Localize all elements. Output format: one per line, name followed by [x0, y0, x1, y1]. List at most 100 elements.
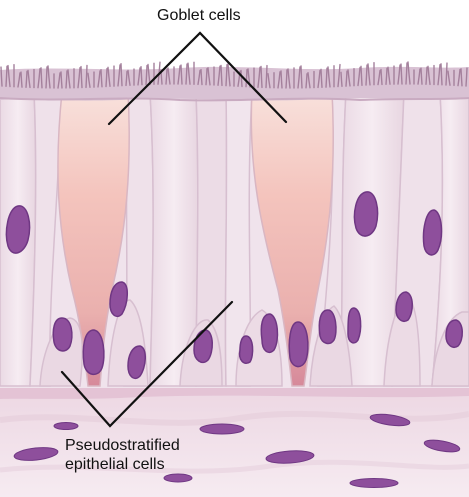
cilium — [325, 67, 328, 88]
cilium — [347, 69, 351, 87]
cilium — [177, 65, 181, 85]
cilium — [320, 68, 323, 89]
cilium — [7, 64, 11, 88]
cilium — [420, 67, 423, 85]
cilium — [37, 68, 41, 89]
cilium — [267, 72, 271, 89]
nucleus — [82, 329, 105, 376]
cilium — [140, 66, 143, 86]
nuclei — [5, 191, 463, 380]
cilium — [5, 65, 8, 88]
cilium — [197, 69, 201, 86]
leader-lines — [60, 31, 288, 428]
cilium — [167, 67, 171, 85]
nucleus — [395, 291, 413, 322]
cilium — [285, 69, 288, 89]
cilium — [277, 71, 281, 89]
cilium — [225, 63, 228, 87]
cilium — [300, 65, 303, 89]
nucleus — [347, 307, 362, 344]
pseudostratified-label: Pseudostratified epithelial cells — [65, 436, 180, 474]
pseudostratified-label-line2: epithelial cells — [65, 456, 165, 473]
cilium — [65, 70, 68, 89]
cilium — [45, 66, 48, 89]
cilium — [217, 65, 221, 86]
cilium — [425, 66, 428, 85]
cilium — [417, 68, 421, 85]
connective-nuclei — [13, 413, 461, 488]
cilium — [40, 67, 43, 89]
cilium — [0, 66, 3, 87]
cilium — [185, 63, 188, 85]
cilium — [440, 63, 443, 86]
nucleus — [369, 413, 411, 427]
nucleus — [109, 281, 128, 318]
cilium — [360, 65, 363, 86]
cilium — [340, 71, 343, 88]
cilium — [105, 67, 108, 88]
cilium — [260, 65, 263, 89]
apical-edge — [0, 97, 469, 102]
cilium — [100, 69, 103, 88]
pseudostratified-label-line1: Pseudostratified — [65, 437, 180, 454]
goblet-leader — [107, 31, 288, 126]
cilium — [237, 70, 241, 87]
cilium — [165, 68, 168, 85]
nucleus — [13, 447, 59, 461]
cilium — [397, 64, 401, 85]
cilium — [287, 68, 291, 89]
cilium — [460, 68, 463, 87]
cilium — [400, 63, 403, 85]
cilium — [20, 71, 23, 88]
nucleus — [265, 450, 315, 464]
nucleus — [5, 205, 31, 254]
cilium — [457, 68, 461, 87]
cilium — [365, 64, 368, 86]
cilium — [207, 67, 211, 86]
connective-streak — [0, 459, 469, 474]
cilium — [240, 69, 243, 88]
goblet-cell-left — [57, 91, 130, 387]
nucleus — [288, 321, 309, 368]
cilium — [380, 68, 383, 86]
nucleus — [422, 209, 443, 256]
nucleus — [238, 335, 254, 364]
cilium — [427, 65, 431, 86]
nucleus — [423, 439, 461, 453]
cilium — [200, 68, 203, 86]
cilium — [447, 70, 451, 86]
cilium — [307, 72, 311, 89]
goblet-cells-label: Goblet cells — [157, 7, 241, 24]
cilium — [187, 62, 191, 85]
cilium — [117, 64, 121, 87]
cilium — [205, 67, 208, 86]
cilium — [47, 65, 51, 89]
cilium — [137, 67, 141, 86]
cilium — [57, 72, 61, 89]
cilium — [337, 63, 341, 88]
cilium — [317, 69, 321, 89]
cilium — [257, 66, 261, 88]
cilium — [367, 63, 371, 86]
nucleus — [163, 473, 193, 483]
nucleus — [127, 345, 146, 380]
cilium — [345, 70, 348, 87]
cilium — [125, 70, 128, 87]
cilium — [387, 66, 391, 85]
nucleus — [353, 191, 379, 237]
cilium — [445, 62, 448, 86]
cilium — [80, 65, 83, 89]
cilium — [120, 62, 123, 87]
cilium — [327, 66, 331, 88]
connective-tissue — [0, 382, 469, 497]
cilium — [107, 66, 111, 88]
cilium — [87, 72, 91, 89]
cilium — [405, 62, 408, 85]
cilium — [145, 64, 148, 86]
cilium — [77, 67, 81, 89]
cilium — [385, 67, 388, 86]
cilium — [17, 72, 21, 88]
cilium — [465, 67, 468, 87]
